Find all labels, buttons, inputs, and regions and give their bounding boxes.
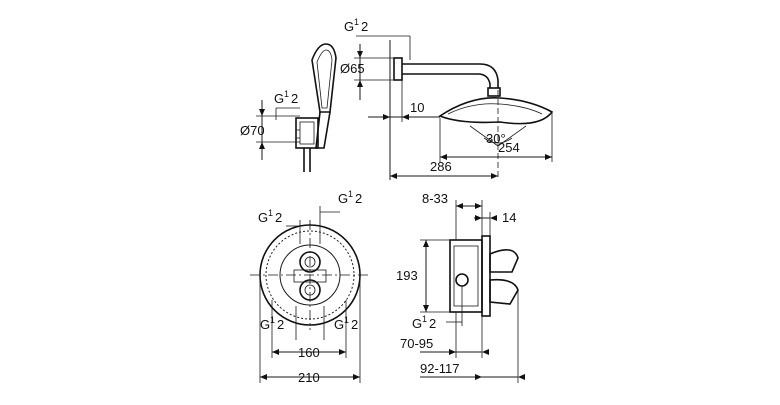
- dim-286-arrow-l: [390, 173, 397, 179]
- hand-shower-head: [311, 43, 337, 113]
- g-label-top: G: [344, 19, 354, 34]
- dim-286-arrow-r: [491, 173, 498, 179]
- g-label-br-top: G: [338, 191, 348, 206]
- dim-210-arrow-l: [260, 374, 267, 380]
- angle-ray-left: [469, 125, 499, 147]
- g-sub-br-top: 2: [355, 191, 362, 206]
- d65-label: Ø65: [340, 61, 365, 76]
- g-sup-br-top: 1: [348, 189, 353, 199]
- g-sup-bl-bottom: 1: [270, 315, 275, 325]
- dim-70-95-label: 70-95: [400, 336, 433, 351]
- g-label-br-bottom: G: [334, 317, 344, 332]
- g-sub-bl-bottom: 2: [277, 317, 284, 332]
- side-handle-bottom: [489, 278, 519, 305]
- dim-14-arrow-r: [490, 215, 497, 221]
- dim-210-label: 210: [298, 370, 320, 385]
- g-sup-top: 1: [354, 17, 359, 27]
- dim-160-arrow-r: [339, 349, 346, 355]
- side-handle-top: [489, 249, 519, 273]
- dim-14-label: 14: [502, 210, 516, 225]
- dim-160-arrow-l: [272, 349, 279, 355]
- g-sup-hand: 1: [284, 89, 289, 99]
- overhead-shower-view: [354, 35, 554, 180]
- angle-arc: [483, 137, 513, 144]
- d65-arrow-bottom: [357, 80, 363, 87]
- mixer-side-view: [420, 200, 525, 383]
- hand-shower-face: [316, 49, 333, 109]
- g-sub-top: 2: [361, 19, 368, 34]
- g-sup-bl-top: 1: [268, 208, 273, 218]
- side-body-inner: [453, 245, 479, 307]
- dim-10-label: 10: [410, 100, 424, 115]
- arm-joint: [487, 87, 501, 97]
- hose: [303, 148, 311, 172]
- dim-8-33-arrow-r: [475, 203, 482, 209]
- dim-8-33-label: 8-33: [422, 191, 448, 206]
- dim-254-arrow-l: [440, 154, 447, 160]
- outlet-thread: [296, 129, 300, 139]
- dim-210-arrow-r: [353, 374, 360, 380]
- dim-10-arrow-r: [402, 114, 409, 120]
- g-sub-side: 2: [429, 316, 436, 331]
- dim-70-95-arrow-l: [449, 349, 456, 355]
- dim-30-label: 30°: [486, 131, 506, 146]
- wall-holder: [295, 117, 319, 149]
- shower-arm-bottom: [402, 73, 491, 88]
- hand-shower-view: [256, 43, 337, 172]
- mixer-front-view: [250, 206, 370, 383]
- dim-10-arrow-l: [383, 114, 390, 120]
- dim-160-label: 160: [298, 345, 320, 360]
- d70-arrow-top: [259, 109, 265, 116]
- overhead-head-line: [447, 103, 543, 115]
- dim-92-117-arrow-r: [518, 374, 525, 380]
- dim-254-arrow-r: [545, 154, 552, 160]
- d70-arrow-bottom: [259, 142, 265, 149]
- g-sup-br-bottom: 1: [344, 315, 349, 325]
- g-sub-hand: 2: [291, 91, 298, 106]
- g-sub-br-bottom: 2: [351, 317, 358, 332]
- shower-arm-top: [402, 63, 499, 88]
- dim-70-95-arrow-r: [482, 349, 489, 355]
- g-label-side: G: [412, 316, 422, 331]
- dim-193-arrow-bottom: [423, 305, 429, 312]
- wall-holder-inner: [299, 121, 315, 145]
- dim-193-arrow-top: [423, 240, 429, 247]
- g-label-bl-bottom: G: [260, 317, 270, 332]
- g-label-bl-top: G: [258, 210, 268, 225]
- dim-92-117-label: 92-117: [420, 361, 460, 376]
- side-port: [455, 273, 469, 287]
- dim-254-label: 254: [498, 140, 520, 155]
- g-sup-side: 1: [422, 314, 427, 324]
- dim-8-33-arrow-l: [456, 203, 463, 209]
- angle-ray-right: [497, 125, 527, 147]
- side-trim-plate: [481, 235, 491, 317]
- d65-arrow-top: [357, 51, 363, 58]
- g-sub-bl-top: 2: [275, 210, 282, 225]
- overhead-head: [438, 97, 554, 125]
- wall-flange: [393, 57, 403, 81]
- g-label-hand: G: [274, 91, 284, 106]
- dim-193-label: 193: [396, 268, 418, 283]
- dim-92-117-arrow-l: [475, 374, 482, 380]
- dim-286-label: 286: [430, 159, 452, 174]
- d70-label: Ø70: [240, 123, 265, 138]
- dim-14-arrow-l: [475, 215, 482, 221]
